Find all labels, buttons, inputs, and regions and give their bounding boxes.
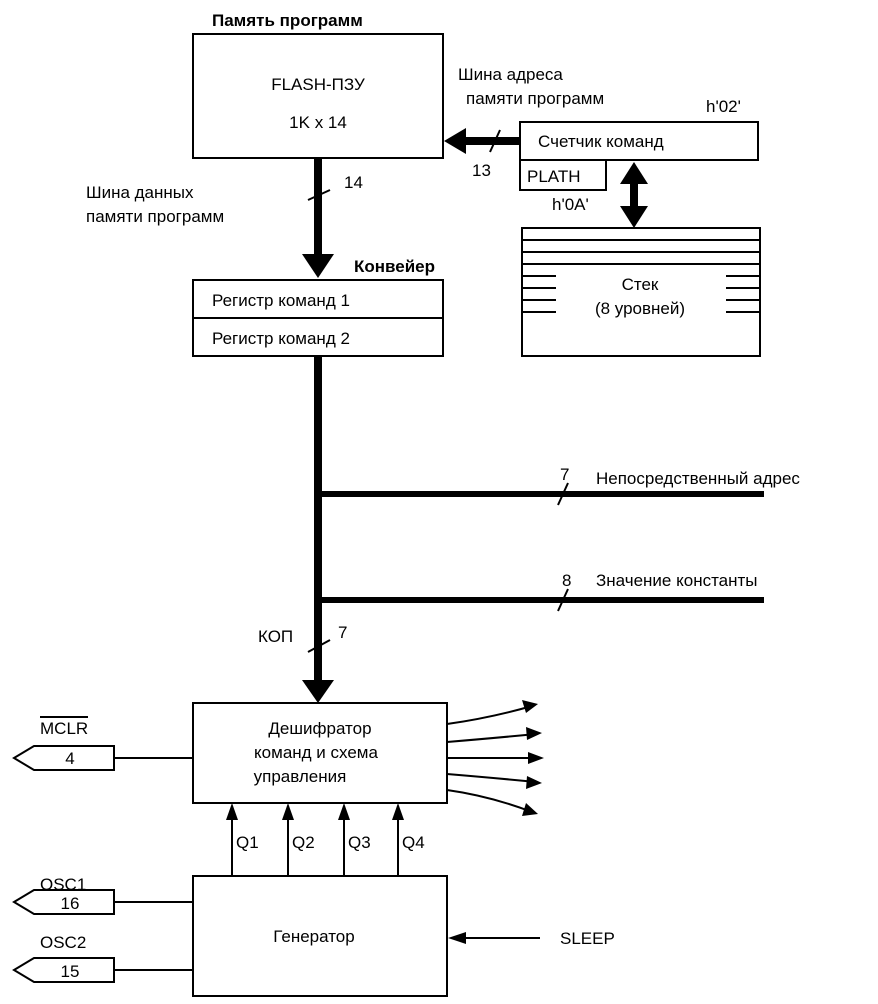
pc-stack-arrow-up: [620, 162, 648, 184]
control-output-4: [446, 773, 537, 783]
clock-q4: Q4: [402, 833, 425, 852]
direct-address-tick: [557, 482, 569, 506]
address-bus-label-line1: Шина адреса: [458, 65, 563, 84]
osc1-pin-number: 16: [61, 894, 80, 913]
control-output-5: [446, 789, 533, 813]
opcode-width: 7: [338, 623, 347, 642]
program-counter-label: Счетчик команд: [538, 132, 664, 151]
stack-block: [521, 227, 761, 357]
program-counter: [519, 121, 759, 161]
sleep-label: SLEEP: [560, 929, 615, 948]
stack-level-lines: [522, 239, 760, 313]
data-bus-arrowhead: [302, 254, 334, 278]
clock-q3: Q3: [348, 833, 371, 852]
decoder-label-line3: управления: [254, 767, 347, 786]
pc-stack-arrow-down: [620, 206, 648, 228]
mclr-label: MCLR: [40, 719, 88, 738]
sleep-arrowhead: [448, 932, 466, 944]
address-bus-label-line2: памяти программ: [466, 89, 604, 108]
constant-tick: [557, 588, 569, 612]
flash-rom-block: [192, 33, 444, 159]
flash-rom-size: 1K x 14: [289, 113, 347, 132]
constant-label: Значение константы: [596, 571, 758, 590]
stack-label-line2: (8 уровней): [595, 299, 685, 318]
mclr-pin: [12, 745, 115, 771]
plath-register: [519, 159, 607, 191]
address-bus-width: 13: [472, 161, 491, 180]
pipeline-title: Конвейер: [354, 257, 435, 276]
plath-address: h'0A': [552, 195, 589, 214]
decoder-label-line1: Дешифратор: [268, 719, 371, 738]
opcode-tick: [307, 639, 331, 653]
clock-q2: Q2: [292, 833, 315, 852]
constant-width: 8: [562, 571, 571, 590]
control-outputs: [446, 700, 544, 816]
instruction-register-1-label: Регистр команд 1: [212, 291, 350, 310]
direct-address-width: 7: [560, 465, 569, 484]
instruction-bus-arrowhead: [302, 680, 334, 703]
osc2-pin-number: 15: [61, 962, 80, 981]
generator-label: Генератор: [273, 927, 354, 946]
instruction-register-2: [192, 317, 444, 357]
program-memory-title: Память программ: [212, 11, 363, 30]
control-output-2: [446, 733, 537, 743]
pc-address: h'02': [706, 97, 741, 116]
address-bus-width-tick: [489, 129, 501, 153]
data-bus-width-tick: [307, 189, 331, 201]
instruction-register-2-label: Регистр команд 2: [212, 329, 350, 348]
instruction-register-1: [192, 279, 444, 319]
plath-label: PLATH: [527, 167, 581, 186]
clock-q1: Q1: [236, 833, 259, 852]
stack-label-line1: Стек: [622, 275, 659, 294]
direct-address-label: Непосредственный адрес: [596, 469, 800, 488]
address-bus-arrowhead: [444, 128, 466, 154]
opcode-label: КОП: [258, 627, 293, 646]
generator-block: [192, 875, 448, 997]
osc2-label: OSC2: [40, 933, 86, 952]
data-bus-label-line2: памяти программ: [86, 207, 224, 226]
clock-phase-lines: [226, 803, 404, 876]
flash-rom-name: FLASH-ПЗУ: [271, 75, 365, 94]
mclr-pin-number: 4: [65, 749, 74, 768]
decoder-label-line2: команд и схема: [254, 743, 378, 762]
data-bus-width: 14: [344, 173, 363, 192]
decoder-block: [192, 702, 448, 804]
control-output-1: [446, 705, 533, 725]
data-bus-label-line1: Шина данных: [86, 183, 194, 202]
